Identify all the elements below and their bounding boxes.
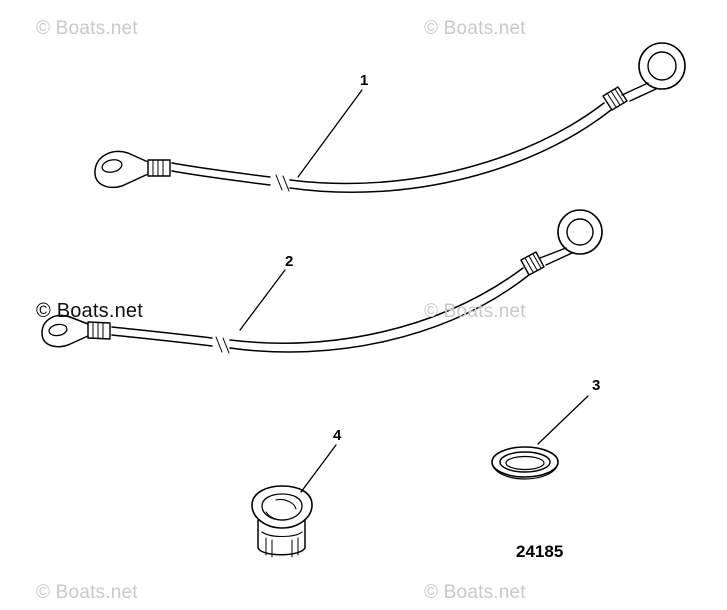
diagram-number: 24185	[516, 542, 564, 561]
washer-part-3	[491, 446, 559, 480]
callout-1: 1	[360, 72, 369, 89]
watermark-middle-right: © Boats.net	[424, 301, 526, 322]
leader-line-3	[537, 395, 589, 445]
leader-line-4	[300, 444, 337, 493]
cable-part-1	[94, 42, 686, 194]
callout-4: 4	[333, 427, 342, 444]
watermark-top-right: © Boats.net	[424, 18, 526, 39]
watermark-bottom-left: © Boats.net	[36, 582, 138, 603]
grommet-part-4	[251, 485, 313, 558]
leader-line-2	[239, 269, 286, 331]
cable-part-2	[41, 209, 603, 354]
callout-3: 3	[592, 377, 601, 394]
watermark-top-left: © Boats.net	[36, 18, 138, 39]
watermark-bottom-right: © Boats.net	[424, 582, 526, 603]
leader-line-1	[297, 89, 363, 178]
callout-2: 2	[285, 253, 294, 270]
watermark-middle-left: © Boats.net	[36, 300, 143, 322]
leader-lines	[239, 89, 589, 493]
